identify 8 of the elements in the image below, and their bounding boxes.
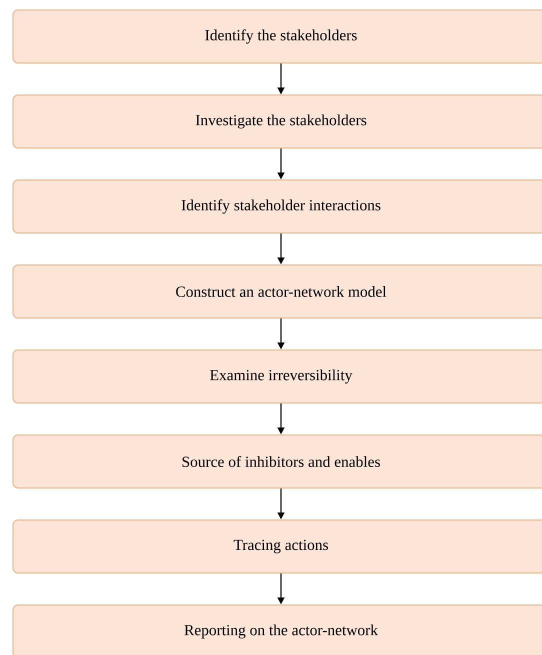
process-box: Investigate the stakeholders — [12, 94, 542, 148]
process-box: Identify the stakeholders — [12, 10, 542, 64]
process-box: Reporting on the actor-network — [12, 604, 542, 655]
process-box: Tracing actions — [12, 520, 542, 574]
process-box: Construct an actor-network model — [12, 264, 542, 318]
process-box: Identify stakeholder interactions — [12, 180, 542, 234]
process-box: Examine irreversibility — [12, 350, 542, 404]
process-box: Source of inhibitors and enables — [12, 434, 542, 488]
